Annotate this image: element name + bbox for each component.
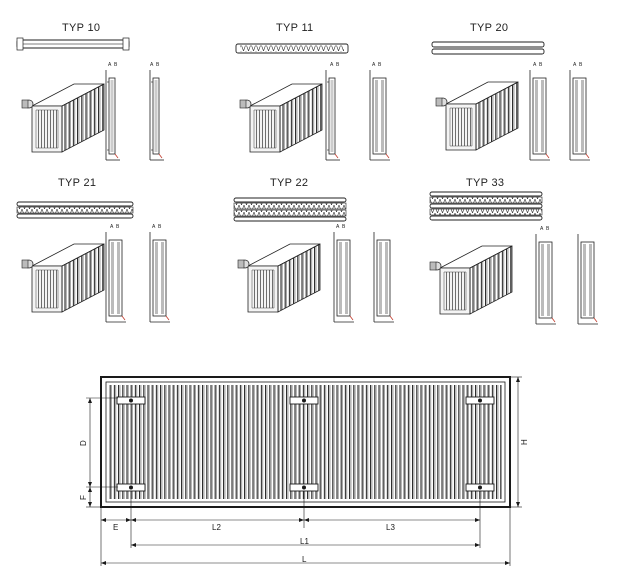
typ22-iso-view [237,243,321,313]
side-letter: B [116,224,120,230]
typ33-iso-view [429,245,513,315]
side-letter: A [110,224,114,230]
side-letter: A [540,226,544,232]
typ22-side-a [333,231,355,323]
side-letter: A [108,62,112,68]
typ20-label: TYP 20 [470,22,509,34]
typ21-label: TYP 21 [58,177,97,189]
typ10-side-a [105,69,121,161]
typ21-side-b [149,231,171,323]
side-letter: B [158,224,162,230]
side-letter: A [150,62,154,68]
side-letter: A [152,224,156,230]
side-letter: A [330,62,334,68]
side-letter: A [372,62,376,68]
typ22-label: TYP 22 [270,177,309,189]
dim-label-f: F [79,495,88,500]
typ20-top-view [431,41,545,55]
typ22-side-b [373,231,395,323]
typ10-label: TYP 10 [62,22,101,34]
typ20-side-a [529,69,551,161]
dim-label-d: D [79,440,88,446]
typ10-iso-view [21,83,105,153]
side-letter: B [539,62,543,68]
typ33-side-a [535,233,557,325]
typ21-side-a [105,231,127,323]
side-letter: B [579,62,583,68]
typ33-side-b [577,233,599,325]
side-letter: A [573,62,577,68]
typ11-side-b [369,69,391,161]
typ11-label: TYP 11 [276,22,314,34]
dim-label-h: H [520,439,529,445]
typ22-top-view [233,197,347,222]
side-letter: B [342,224,346,230]
typ33-top-view [429,191,543,221]
typ11-side-a [325,69,341,161]
side-letter: B [114,62,118,68]
typ21-iso-view [21,243,105,313]
side-letter: A [533,62,537,68]
dimension-lines [86,376,522,566]
side-letter: B [336,62,340,68]
side-letter: B [546,226,550,232]
typ20-iso-view [435,81,519,151]
typ21-top-view [16,201,134,219]
typ20-side-b [569,69,591,161]
dim-label-l1: L1 [300,537,309,546]
typ11-top-view [235,43,349,54]
side-letter: A [336,224,340,230]
side-letter: B [156,62,160,68]
dim-label-l3: L3 [386,523,395,532]
side-letter: B [378,62,382,68]
typ11-iso-view [239,83,323,153]
dim-label-l2: L2 [212,523,221,532]
typ33-label: TYP 33 [466,177,505,189]
typ10-top-view [16,37,130,51]
dim-label-l: L [302,555,307,564]
typ10-side-b [149,69,165,161]
dim-label-e: E [113,523,118,532]
front-view-radiator [100,376,511,508]
